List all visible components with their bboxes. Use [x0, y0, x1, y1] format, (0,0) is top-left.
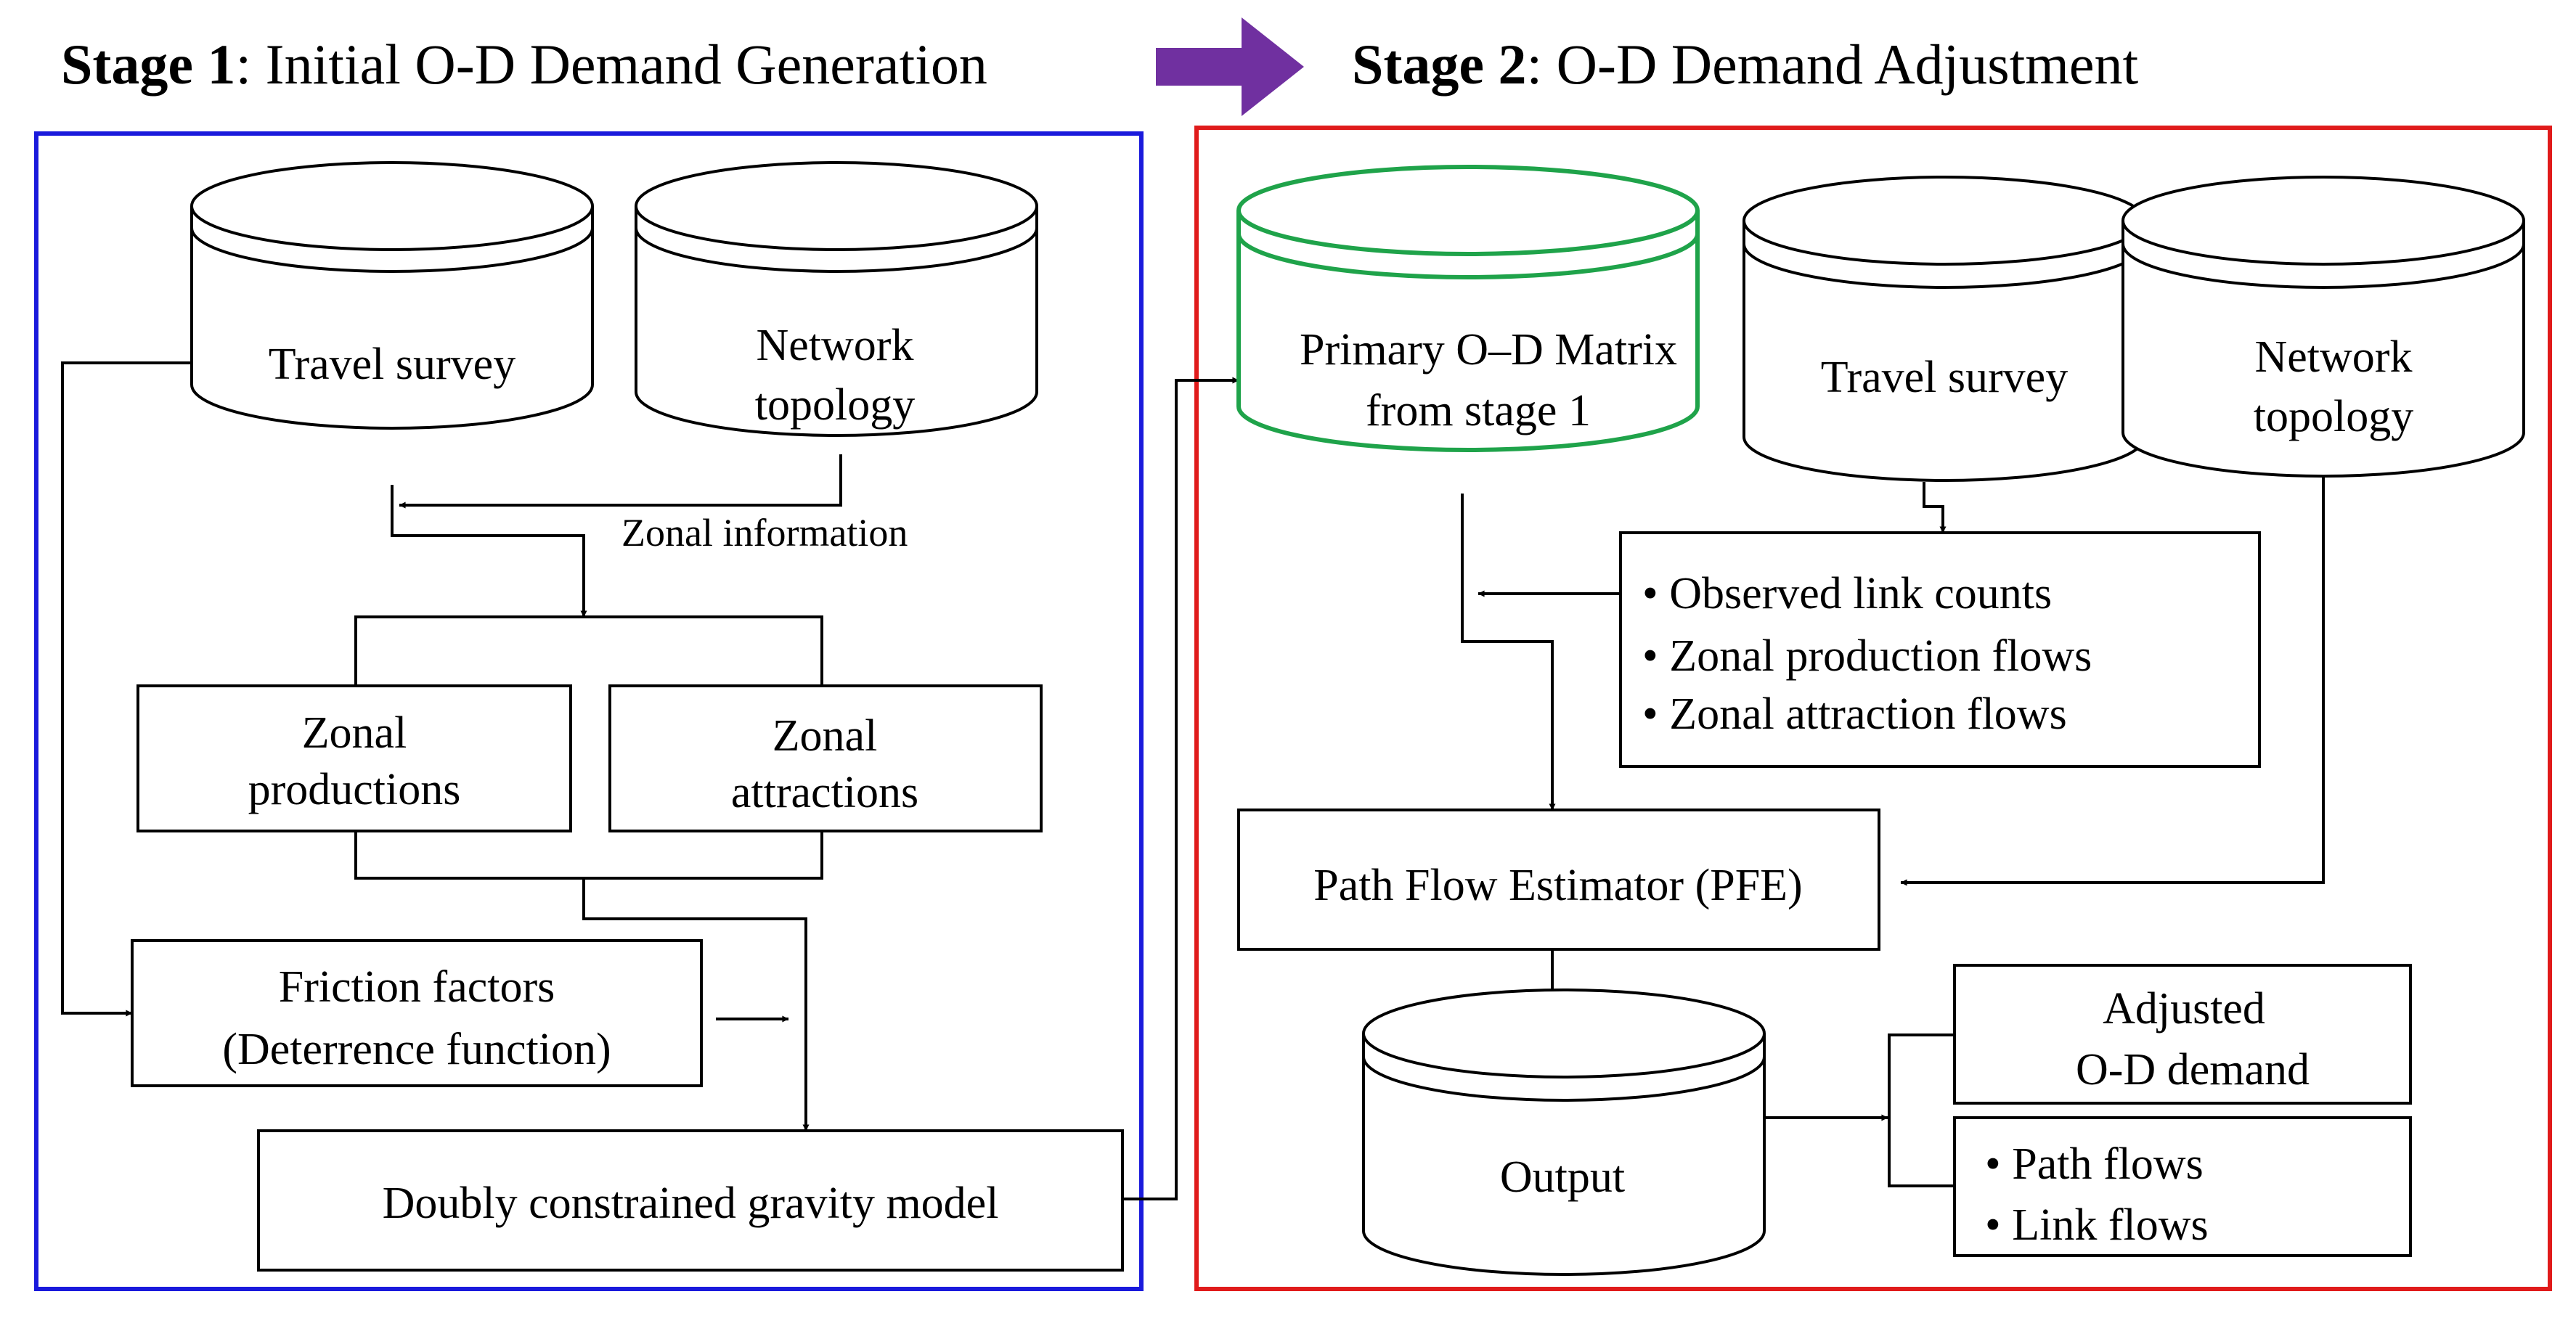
network-label-line1: Network — [757, 321, 914, 370]
zonal-split-connector — [354, 615, 823, 686]
network-label-line2: topology — [755, 380, 915, 430]
gravity-model-label: Doubly constrained gravity model — [383, 1179, 999, 1228]
output-label: Output — [1500, 1153, 1625, 1202]
friction-factors-line1: Friction factors — [279, 962, 555, 1012]
stage-transition-arrow — [1156, 17, 1304, 116]
zonal-attractions-box — [608, 684, 1043, 832]
flows-box — [1953, 1116, 2412, 1257]
primary-od-matrix-database: Primary O–D Matrix from stage 1 — [1236, 165, 1700, 452]
stage2-network-line2: topology — [2254, 392, 2413, 441]
zonal-attractions-line1: Zonal — [773, 711, 878, 761]
adjusted-demand-box — [1953, 964, 2412, 1105]
flows-item-1: • Path flows — [1985, 1139, 2204, 1189]
primary-matrix-line2: from stage 1 — [1366, 386, 1591, 435]
friction-factors-line2: (Deterrence function) — [222, 1025, 611, 1074]
zonal-to-gravity-arrow — [582, 878, 810, 1131]
pfe-box — [1237, 809, 1880, 951]
output-database: Output — [1362, 988, 1766, 1276]
stage1-frame — [34, 131, 1144, 1291]
stage2-title: Stage 2: O-D Demand Adjustment — [1352, 33, 2139, 96]
matrix-to-pfe-arrow — [1461, 494, 1556, 811]
zonal-information-label: Zonal information — [621, 511, 908, 554]
stage2-travel-survey-database: Travel survey — [1743, 176, 2146, 482]
zonal-productions-line2: productions — [248, 765, 461, 814]
gravity-to-primary-matrix-arrow — [1122, 377, 1239, 1200]
observation-item-1: • Observed link counts — [1642, 569, 2052, 618]
survey-to-friction-arrow — [61, 361, 192, 1017]
zonal-attractions-line2: attractions — [731, 768, 918, 817]
network-topology-database: Network topology — [635, 161, 1038, 437]
pfe-label: Path Flow Estimator (PFE) — [1313, 861, 1802, 910]
travel-survey-label: Travel survey — [269, 340, 515, 389]
observations-box — [1619, 531, 2261, 768]
observation-item-2: • Zonal production flows — [1642, 631, 2092, 681]
results-bracket — [1888, 1033, 1953, 1187]
travel-survey-database: Travel survey — [190, 161, 594, 430]
stage1-title: Stage 1: Initial O-D Demand Generation — [61, 33, 987, 96]
network-to-zonal-arrow — [399, 454, 842, 509]
flows-item-2: • Link flows — [1985, 1200, 2209, 1250]
zonal-merge-connector — [354, 831, 823, 880]
zonal-productions-line1: Zonal — [302, 708, 407, 758]
adjusted-demand-line1: Adjusted — [2103, 984, 2265, 1033]
gravity-model-box — [257, 1129, 1124, 1272]
zonal-productions-box — [136, 684, 572, 832]
stage2-network-topology-database: Network topology — [2121, 176, 2525, 478]
survey-to-observations-arrow — [1923, 482, 1947, 533]
network-to-pfe-arrow — [1900, 475, 2325, 886]
adjusted-demand-line2: O-D demand — [2076, 1045, 2310, 1094]
primary-matrix-line1: Primary O–D Matrix — [1300, 325, 1677, 374]
observation-item-3: • Zonal attraction flows — [1642, 689, 2067, 739]
travel-survey-to-zonal-arrow — [391, 485, 587, 618]
friction-factors-box — [131, 939, 703, 1087]
stage2-travel-survey-label: Travel survey — [1821, 353, 2068, 402]
stage2-frame — [1194, 126, 2552, 1291]
stage2-network-line1: Network — [2255, 332, 2413, 382]
